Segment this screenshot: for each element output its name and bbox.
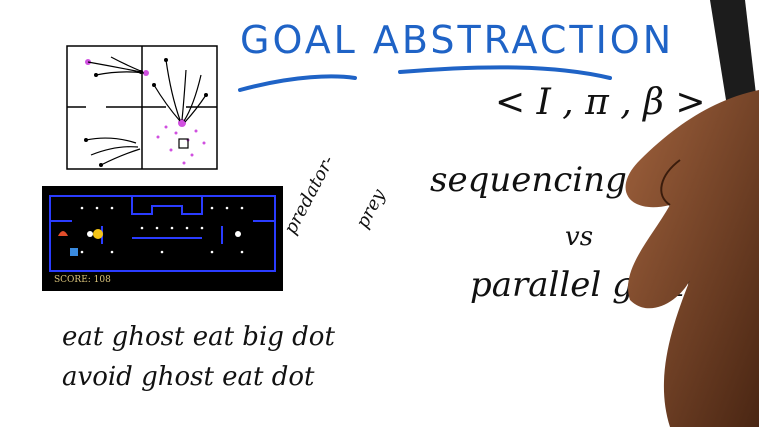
title-underline <box>238 65 612 92</box>
ghost-blue-icon <box>70 248 78 256</box>
tuple-notation: < I , π , β > <box>495 82 706 123</box>
predator-prey-label-2: prey <box>352 185 390 232</box>
ghost-orange-icon <box>58 231 68 236</box>
pacman-maze <box>49 195 276 272</box>
pacman-game: SCORE: 108 <box>42 186 283 291</box>
predator-prey-label-1: predator- <box>280 152 339 238</box>
vs-label: vs <box>565 222 594 252</box>
pacman-icon <box>93 229 103 239</box>
goal-line-2: avoid ghost eat dot <box>62 362 315 392</box>
goal-line-1: eat ghost eat big dot <box>62 322 335 352</box>
score-label: SCORE: 108 <box>54 275 111 285</box>
hand-with-marker <box>625 0 759 427</box>
title: GOAL ABSTRACTION <box>240 18 675 62</box>
gridworld-diagram <box>66 45 218 170</box>
